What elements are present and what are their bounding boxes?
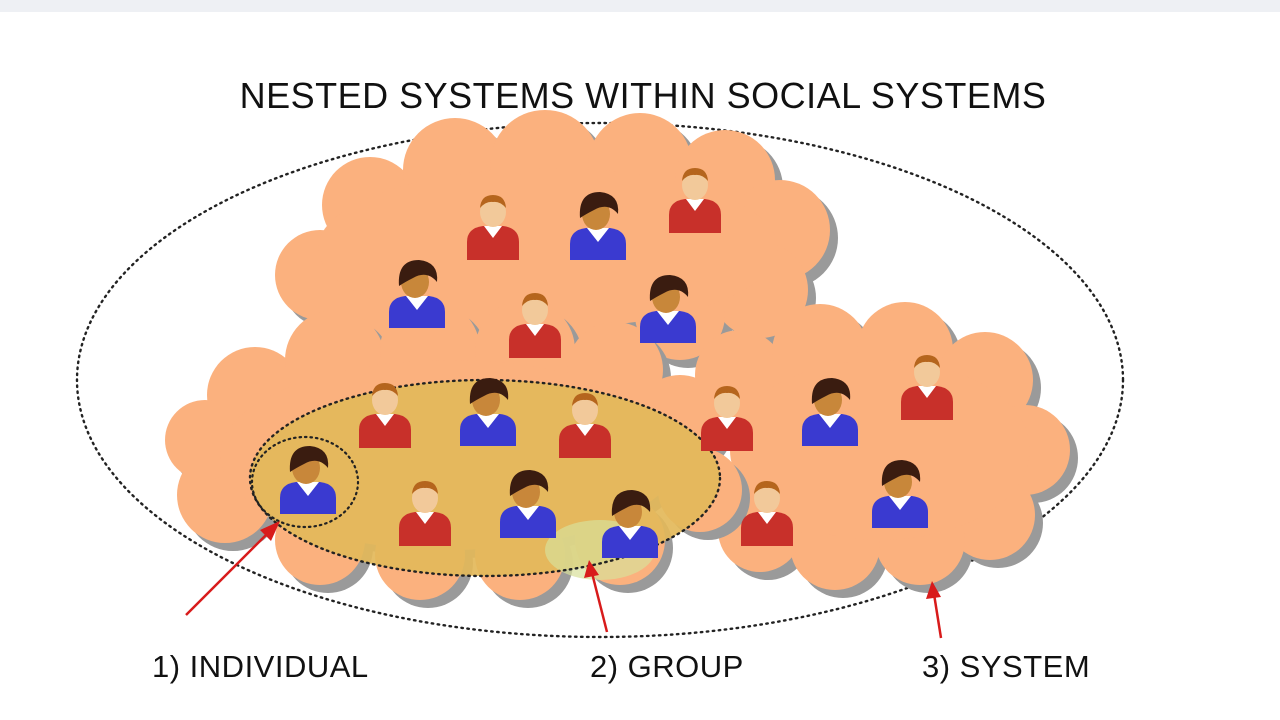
arrow-icon bbox=[926, 581, 943, 639]
label-group: 2) GROUP bbox=[590, 649, 744, 684]
top-strip bbox=[0, 0, 1280, 12]
diagram-title: NESTED SYSTEMS WITHIN SOCIAL SYSTEMS bbox=[240, 75, 1047, 116]
label-system: 3) SYSTEM bbox=[922, 649, 1090, 684]
system-boundary bbox=[75, 121, 1125, 639]
arrow-icon bbox=[584, 560, 609, 633]
label-individual: 1) INDIVIDUAL bbox=[152, 649, 369, 684]
arrow-icon bbox=[185, 521, 280, 616]
individual-boundary bbox=[250, 435, 360, 529]
